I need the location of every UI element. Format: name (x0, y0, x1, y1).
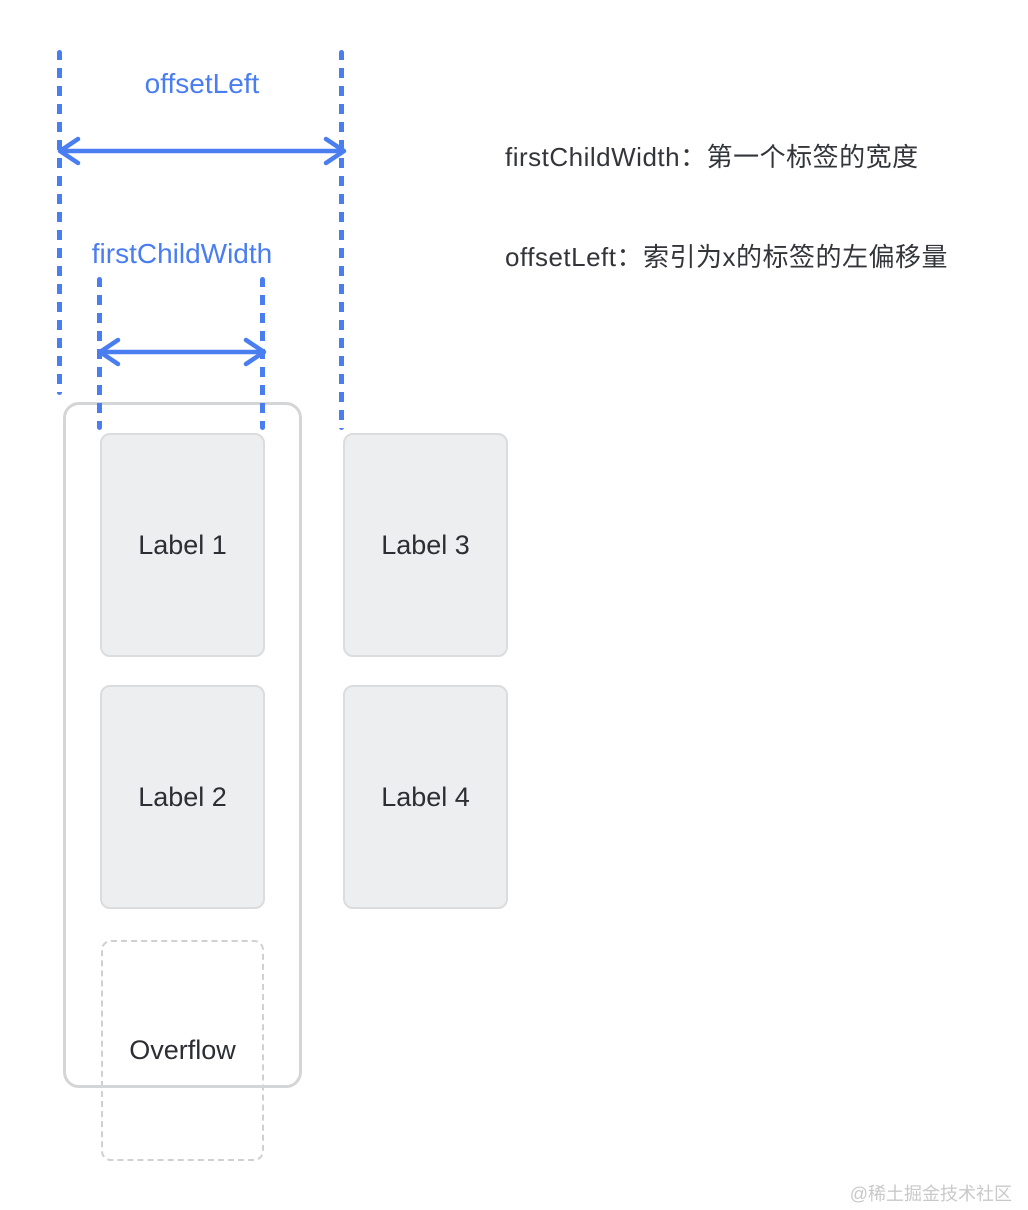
tab-label-3-text: Label 3 (381, 529, 470, 560)
guide-line-container-left (57, 50, 62, 395)
watermark: @稀土掘金技术社区 (849, 1184, 1012, 1204)
firstchildwidth-measure-label: firstChildWidth (91, 238, 273, 269)
firstchildwidth-double-arrow-icon (96, 334, 268, 375)
annotation-firstchildwidth: firstChildWidth：第一个标签的宽度 (505, 142, 919, 172)
overflow-tab-label: Overflow (129, 1035, 236, 1065)
offsetleft-double-arrow-icon (56, 133, 348, 174)
tab-label-1-text: Label 1 (138, 529, 227, 560)
tab-container-outline (63, 402, 302, 1088)
guide-line-offsetleft-right (339, 50, 344, 430)
offsetleft-measure-label: offsetLeft (144, 68, 260, 99)
overflow-tab: Overflow (101, 940, 264, 1161)
tab-label-1: Label 1 (100, 433, 265, 657)
tab-label-3: Label 3 (343, 433, 508, 657)
tab-label-4: Label 4 (343, 685, 508, 909)
tab-label-2-text: Label 2 (138, 781, 227, 812)
tab-label-4-text: Label 4 (381, 781, 470, 812)
annotation-offsetleft: offsetLeft：索引为x的标签的左偏移量 (505, 242, 948, 272)
tab-label-2: Label 2 (100, 685, 265, 909)
